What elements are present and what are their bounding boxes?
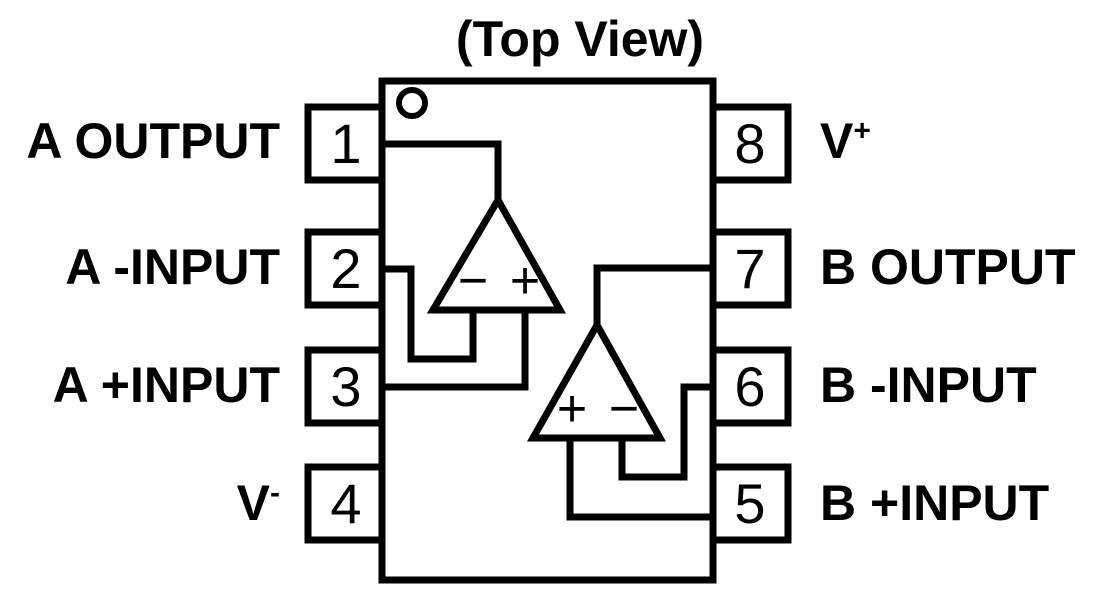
pin-label-8-v-positive: V+: [820, 116, 871, 166]
diagram-title-row: (Top View): [0, 14, 1100, 64]
amp-a-triangle: [426, 192, 566, 314]
pin-label-4-v-negative: V-: [237, 478, 280, 528]
pin-label-5-b-plus-input: B +INPUT: [820, 475, 1050, 531]
chip-body-outline: [378, 77, 717, 584]
pin-number-5: 5: [734, 472, 765, 535]
v-negative-superscript: -: [270, 476, 280, 510]
pin-number-6: 6: [734, 355, 765, 418]
pin-label-1-a-output: A OUTPUT: [26, 113, 280, 169]
pin-number-8: 8: [734, 112, 765, 175]
pin-number-3: 3: [330, 355, 361, 418]
pin-number-1: 1: [330, 112, 361, 175]
pin-1-marker-circle-icon: [396, 87, 428, 119]
page-title: (Top View): [455, 11, 705, 67]
amp-a-minus-input-wire: [382, 265, 477, 363]
amp-b-output-wire: [593, 264, 713, 325]
right-pin-box-frames: [711, 103, 792, 544]
pin-box-1-frame: [304, 103, 384, 184]
v-positive-main: V: [820, 113, 854, 169]
pin-box-7-frame: [711, 228, 792, 309]
v-negative-main: V: [236, 475, 270, 531]
amp-a-plus-sign: +: [510, 252, 540, 310]
amp-a-minus-sign: −: [458, 252, 488, 310]
left-pin-box-frames: [304, 103, 384, 544]
pin-box-2-frame: [304, 228, 384, 309]
pin-box-3-frame: [304, 346, 384, 427]
pin-box-8-frame: [711, 103, 792, 184]
amp-a-output-wire: [382, 140, 502, 200]
pin-box-4-frame: [304, 463, 384, 544]
amp-b-minus-sign: −: [609, 380, 639, 438]
amp-a-plus-input-wire: [382, 310, 529, 391]
pin-label-3-a-plus-input: A +INPUT: [52, 357, 280, 413]
pin-number-4: 4: [330, 472, 361, 535]
pin-label-6-b-minus-input: B -INPUT: [820, 357, 1037, 413]
amp-b-plus-sign: +: [557, 380, 587, 438]
v-positive-superscript: +: [853, 114, 871, 148]
pin-label-7-b-output: B OUTPUT: [820, 239, 1076, 295]
pin-number-2: 2: [330, 237, 361, 300]
pin-numbers: 1 2 3 4 8 7 6 5: [330, 112, 765, 535]
pin-box-5-frame: [711, 463, 792, 544]
pin-number-7: 7: [734, 237, 765, 300]
amp-b-triangle: [526, 317, 666, 442]
pin-box-6-frame: [711, 346, 792, 427]
amp-b-minus-input-wire: [618, 383, 713, 481]
pin-label-2-a-minus-input: A -INPUT: [65, 239, 280, 295]
amp-b-plus-input-wire: [566, 438, 713, 521]
